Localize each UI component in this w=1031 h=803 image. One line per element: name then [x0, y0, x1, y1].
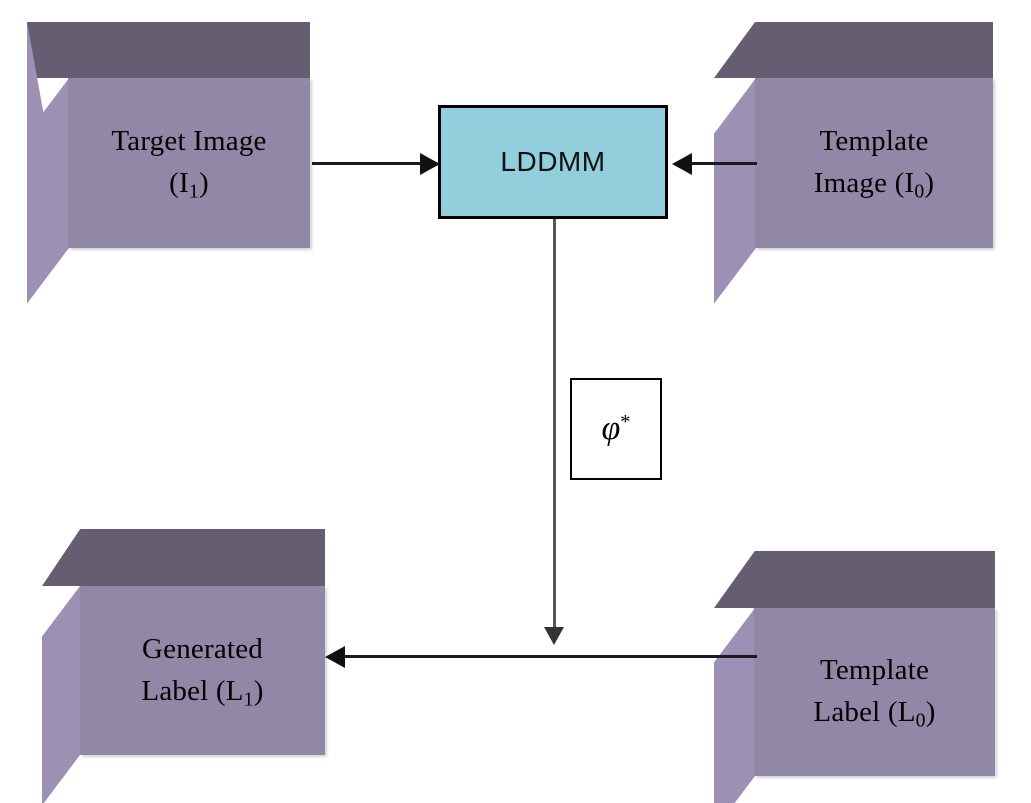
phi-annotation-label: φ* [601, 410, 631, 448]
generated-label-box-front-face: Generated Label (L1) [80, 586, 325, 755]
template-image-box-front-face: Template Image (I0) [755, 78, 993, 248]
node-template-label[interactable]: Template Label (L0) [714, 551, 995, 803]
node-target-image[interactable]: Target Image (I1) [27, 22, 310, 248]
target-image-box-front-face: Target Image (I1) [68, 78, 310, 248]
template-image-label-line1: Template [819, 124, 929, 157]
edge-target-to-lddmm-line [312, 162, 424, 165]
node-phi-annotation[interactable]: φ* [570, 378, 662, 480]
node-generated-label-label: Generated Label (L1) [80, 627, 325, 713]
target-image-label-line1: Target Image [111, 124, 267, 157]
template-label-label-line1: Template [819, 653, 930, 686]
node-target-image-label: Target Image (I1) [68, 120, 310, 206]
template-label-box-top-face [714, 551, 995, 608]
node-generated-label[interactable]: Generated Label (L1) [42, 529, 325, 803]
generated-label-label-line2: Label (L1) [141, 674, 264, 710]
edge-lddmm-to-transform-line [553, 219, 556, 629]
node-lddmm-process[interactable]: LDDMM [438, 105, 668, 219]
template-image-label-line2: Image (I0) [813, 166, 935, 203]
generated-label-box-left-face [42, 586, 80, 803]
target-image-label-line2: (I1) [169, 166, 209, 203]
template-image-box-top-face [714, 22, 993, 78]
node-template-image[interactable]: Template Image (I0) [714, 22, 993, 304]
template-label-label-line2: Label (L0) [813, 695, 936, 732]
edge-lddmm-to-transform-arrowhead [544, 627, 564, 645]
node-template-label-label: Template Label (L0) [754, 649, 995, 735]
edge-template-image-to-lddmm-arrowhead [672, 153, 692, 175]
lddmm-process-label: LDDMM [500, 146, 606, 177]
edge-template-label-to-generated-label-line [345, 655, 757, 658]
node-template-image-label: Template Image (I0) [755, 120, 993, 206]
edge-template-label-to-generated-label-arrowhead [325, 646, 345, 668]
target-image-box-top-face [27, 22, 310, 78]
template-label-box-front-face: Template Label (L0) [754, 608, 995, 776]
edge-target-to-lddmm-arrowhead [420, 153, 440, 175]
edge-template-image-to-lddmm-line [692, 162, 757, 165]
template-label-box-left-face [714, 608, 755, 803]
template-image-box-left-face [714, 78, 756, 304]
generated-label-box-top-face [42, 529, 325, 586]
generated-label-label-line1: Generated [142, 632, 263, 665]
